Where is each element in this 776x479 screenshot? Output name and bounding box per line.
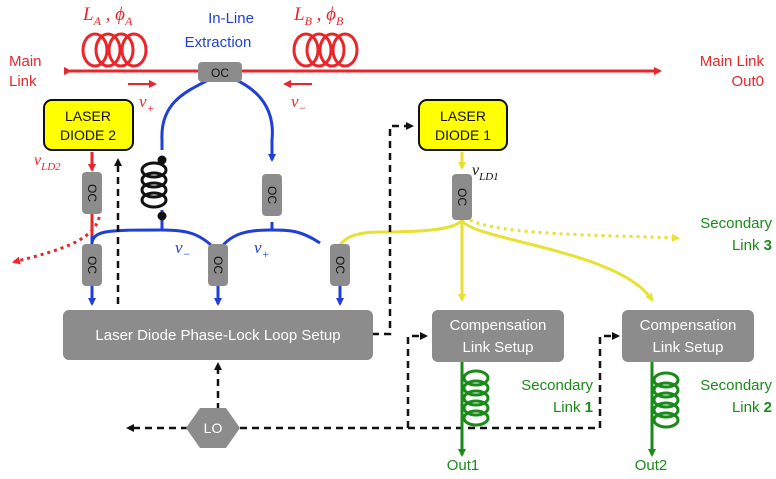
secondary-link-1-coil bbox=[458, 362, 490, 457]
laser-diode-1: LASER DIODE 1 bbox=[418, 99, 508, 151]
coupler-ld2: OC bbox=[82, 172, 102, 214]
secondary-3-line1: Secondary bbox=[700, 215, 772, 232]
secondary-1-line2: Link 1 bbox=[553, 399, 593, 416]
svg-text:OC: OC bbox=[211, 66, 229, 80]
svg-text:DIODE 1: DIODE 1 bbox=[435, 127, 491, 143]
fiber-a-label: LA , ϕA bbox=[82, 4, 133, 28]
extraction-branches bbox=[88, 76, 344, 306]
laser-diode-2: LASER DIODE 2 bbox=[43, 99, 134, 151]
fiber-coil-a bbox=[81, 32, 148, 68]
out2-label: Out2 bbox=[635, 457, 668, 474]
coupler-main: OC bbox=[198, 62, 242, 82]
nu-minus-label: ν− bbox=[291, 92, 307, 115]
svg-text:Compensation: Compensation bbox=[450, 317, 547, 334]
secondary-link-2-coil bbox=[648, 362, 680, 457]
svg-text:LO: LO bbox=[204, 420, 223, 436]
coupler-bottom-left: OC bbox=[82, 244, 102, 286]
svg-text:OC: OC bbox=[85, 184, 99, 202]
compensation-box-1: Compensation Link Setup bbox=[432, 310, 564, 362]
nu-ld1-label: νLD1 bbox=[472, 162, 499, 183]
svg-text:OC: OC bbox=[333, 256, 347, 274]
svg-text:OC: OC bbox=[265, 186, 279, 204]
svg-text:Link Setup: Link Setup bbox=[653, 339, 724, 356]
control-lines bbox=[114, 122, 620, 432]
secondary-3-line2: Link 3 bbox=[732, 237, 772, 254]
main-link-right-line1: Main Link bbox=[700, 53, 765, 70]
svg-text:Laser Diode Phase-Lock Loop Se: Laser Diode Phase-Lock Loop Setup bbox=[95, 327, 340, 344]
svg-text:Link Setup: Link Setup bbox=[463, 339, 534, 356]
coupler-bottom-mid: OC bbox=[208, 244, 228, 286]
main-link-left-line2: Link bbox=[9, 73, 37, 90]
ld2-dotted-leak bbox=[12, 209, 102, 265]
main-link-left-line1: Main bbox=[9, 53, 42, 70]
extraction-line1: In-Line bbox=[208, 10, 254, 27]
nu-minus-mid-label: ν− bbox=[175, 238, 191, 261]
secondary-2-line1: Secondary bbox=[700, 377, 772, 394]
fiber-coil-b bbox=[292, 32, 359, 68]
pll-setup-box: Laser Diode Phase-Lock Loop Setup bbox=[63, 310, 373, 360]
svg-text:OC: OC bbox=[211, 256, 225, 274]
svg-text:LASER: LASER bbox=[440, 108, 486, 124]
svg-text:Compensation: Compensation bbox=[640, 317, 737, 334]
extraction-line2: Extraction bbox=[185, 34, 252, 51]
secondary-2-line2: Link 2 bbox=[732, 399, 772, 416]
secondary-1-line1: Secondary bbox=[521, 377, 593, 394]
svg-text:OC: OC bbox=[85, 256, 99, 274]
compensation-box-2: Compensation Link Setup bbox=[622, 310, 754, 362]
coupler-bottom-right: OC bbox=[330, 244, 350, 286]
nu-ld2-label: νLD2 bbox=[34, 152, 61, 173]
nu-plus-mid-label: ν+ bbox=[254, 238, 270, 261]
main-link-right-line2: Out0 bbox=[731, 73, 764, 90]
svg-text:OC: OC bbox=[455, 188, 469, 206]
svg-text:LASER: LASER bbox=[65, 108, 111, 124]
coupler-upper-mid: OC bbox=[262, 174, 282, 216]
ld1-branches bbox=[338, 218, 680, 302]
local-oscillator: LO bbox=[186, 408, 240, 448]
coupler-ld1: OC bbox=[452, 174, 472, 220]
nu-plus-label: ν+ bbox=[139, 92, 155, 115]
svg-text:DIODE 2: DIODE 2 bbox=[60, 127, 116, 143]
delay-coil bbox=[140, 155, 168, 221]
out1-label: Out1 bbox=[447, 457, 480, 474]
fiber-b-label: LB , ϕB bbox=[293, 4, 344, 28]
